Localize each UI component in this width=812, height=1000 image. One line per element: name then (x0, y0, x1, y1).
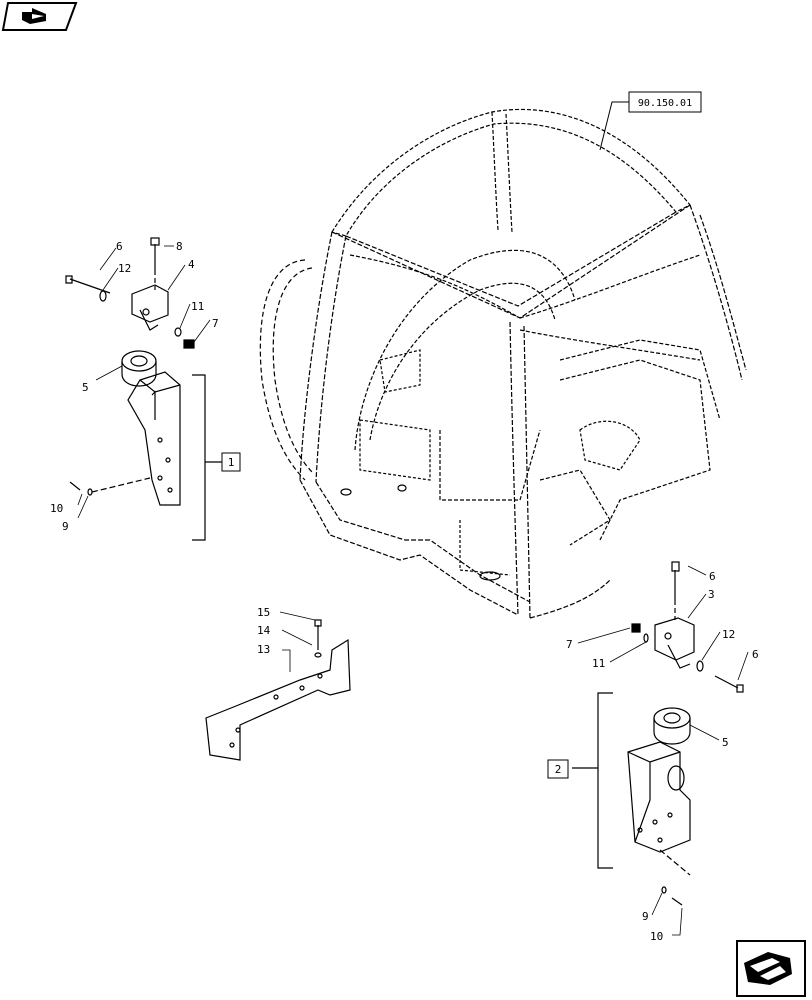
callout-6: 6 (116, 240, 123, 253)
group-box-2[interactable]: 2 (547, 759, 569, 779)
callout-10: 10 (50, 502, 63, 515)
callout-leaders (77, 245, 749, 936)
group-box-2-label: 2 (555, 763, 562, 776)
group-box-1[interactable]: 1 (221, 452, 241, 472)
cab-frame (259, 108, 747, 619)
callout-3: 3 (708, 588, 715, 601)
callout-10: 10 (650, 930, 663, 943)
next-nav-button[interactable] (736, 940, 806, 997)
callout-4: 4 (188, 258, 195, 271)
callout-5: 5 (722, 736, 729, 749)
callout-12: 12 (118, 262, 131, 275)
mounting-plate-assembly (205, 619, 351, 761)
callout-9: 9 (642, 910, 649, 923)
callout-5: 5 (82, 381, 89, 394)
next-page-arrow-icon (744, 952, 792, 985)
back-nav-button[interactable] (1, 2, 78, 31)
callout-8: 8 (176, 240, 183, 253)
callout-13: 13 (257, 643, 270, 656)
callout-9: 9 (62, 520, 69, 533)
callout-11: 11 (191, 300, 204, 313)
reference-label: 90.150.01 (638, 98, 692, 109)
left-mount-assembly (65, 237, 222, 541)
prev-page-arrow-icon (22, 8, 46, 24)
group-box-1-label: 1 (228, 456, 235, 469)
right-mount-assembly (572, 561, 744, 906)
reference-leader (599, 101, 629, 151)
callout-labels: 6 12 8 4 11 7 5 10 9 15 14 13 6 3 7 11 1… (50, 240, 759, 943)
callout-15: 15 (257, 606, 270, 619)
reference-tag[interactable]: 90.150.01 (628, 91, 702, 113)
callout-6: 6 (752, 648, 759, 661)
callout-11: 11 (592, 657, 605, 670)
callout-12: 12 (722, 628, 735, 641)
callout-14: 14 (257, 624, 271, 637)
callout-7: 7 (212, 317, 219, 330)
callout-7: 7 (566, 638, 573, 651)
callout-6: 6 (709, 570, 716, 583)
